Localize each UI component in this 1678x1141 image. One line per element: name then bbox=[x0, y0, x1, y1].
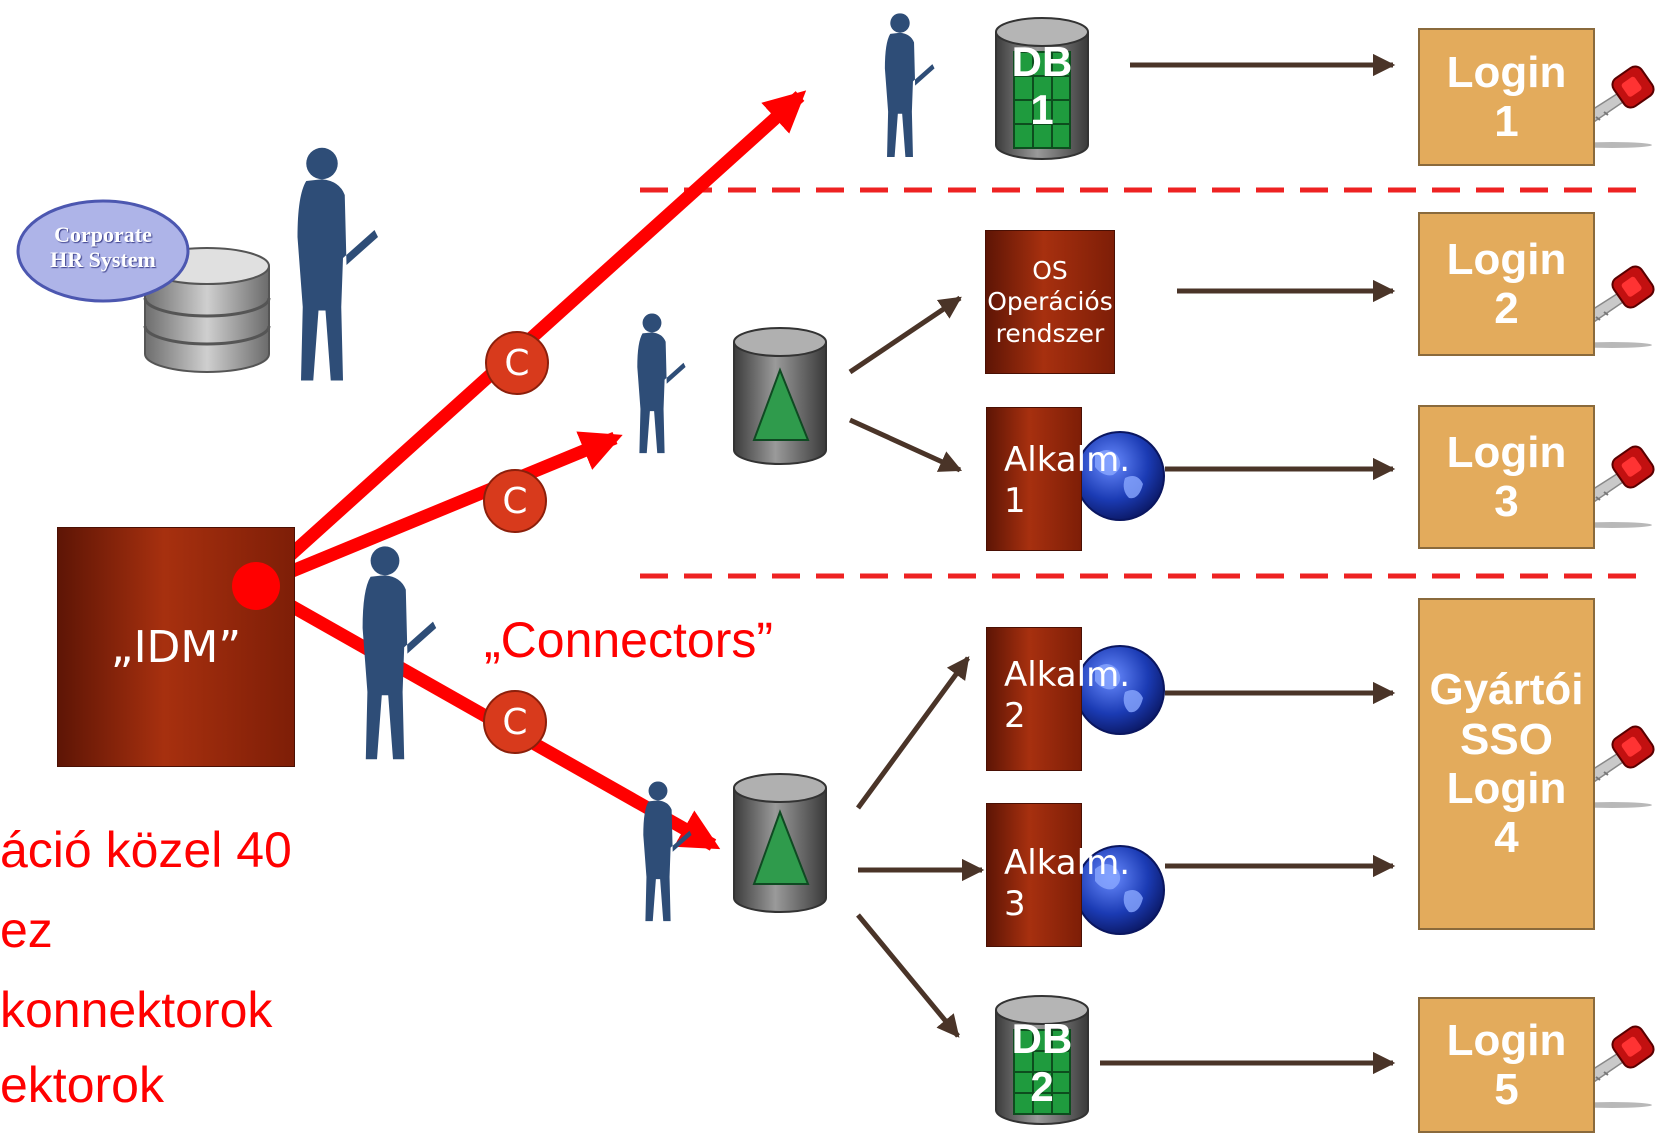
person-icon-apps bbox=[643, 781, 692, 922]
login-box-5: Login 5 bbox=[1418, 997, 1595, 1133]
db1-name: DB bbox=[1011, 38, 1073, 85]
corporate-hr-system bbox=[16, 199, 271, 373]
left-text-line-4: ektorok bbox=[0, 1057, 164, 1113]
arrow-db-app1 bbox=[848, 417, 963, 473]
system-arrows bbox=[848, 53, 1396, 1075]
app-box-3 bbox=[986, 803, 1082, 947]
left-text-line-1: áció közel 40 bbox=[0, 822, 292, 878]
db1-cylinder bbox=[995, 17, 1089, 160]
app-label-3: Alkalm. 3 bbox=[1004, 843, 1130, 925]
login3-line2: 3 bbox=[1494, 477, 1519, 526]
arrow-db-os bbox=[848, 295, 962, 375]
arrow-db-app2 bbox=[855, 656, 971, 810]
app1-name: Alkalm. bbox=[1004, 440, 1131, 480]
left-text-line-2: ez bbox=[0, 902, 53, 958]
app2-name: Alkalm. bbox=[1004, 655, 1131, 695]
connectors-label: „Connectors” bbox=[484, 612, 773, 668]
sso-line2: SSO bbox=[1460, 714, 1553, 764]
app1-number: 1 bbox=[1004, 480, 1026, 521]
app3-name: Alkalm. bbox=[1004, 843, 1131, 883]
login1-line1: Login bbox=[1446, 47, 1567, 97]
sso-line3: Login bbox=[1446, 764, 1567, 813]
app-label-1: Alkalm. 1 bbox=[1004, 440, 1130, 522]
connector-badge-3: C bbox=[483, 690, 547, 754]
hr-system-line1: Corporate bbox=[54, 222, 152, 247]
person-icon-hr bbox=[297, 147, 378, 381]
connector-arrow-os bbox=[253, 431, 623, 593]
sso-line4: 4 bbox=[1494, 813, 1519, 863]
os-line3: rendszer bbox=[995, 318, 1105, 348]
login-box-1: Login 1 bbox=[1418, 28, 1595, 166]
login-box-3: Login 3 bbox=[1418, 405, 1595, 549]
db2-label: DB 2 bbox=[987, 1015, 1097, 1112]
os-box: OS Operációs rendszer bbox=[985, 230, 1115, 374]
db1-number: 1 bbox=[1030, 86, 1054, 134]
sso-line1: Gyártói bbox=[1429, 665, 1584, 715]
server-cylinder-2 bbox=[733, 773, 827, 913]
hr-system-ellipse bbox=[16, 199, 190, 303]
person-icon-os bbox=[637, 313, 686, 454]
globe-icon-1 bbox=[1075, 431, 1165, 521]
login2-line2: 2 bbox=[1494, 284, 1519, 333]
db2-name: DB bbox=[1011, 1015, 1073, 1062]
arrow-db-db2 bbox=[856, 913, 960, 1038]
app-label-2: Alkalm. 2 bbox=[1004, 655, 1130, 737]
person-icon-db1 bbox=[884, 13, 935, 157]
login2-line1: Login bbox=[1446, 234, 1567, 284]
login3-line1: Login bbox=[1446, 427, 1567, 477]
hr-system-label: Corporate HR System bbox=[30, 222, 176, 273]
app-box-2 bbox=[986, 627, 1082, 771]
login-box-sso: Gyártói SSO Login 4 bbox=[1418, 598, 1595, 930]
connector-badge-1: C bbox=[485, 331, 549, 395]
idm-hub bbox=[232, 562, 280, 610]
login1-line2: 1 bbox=[1494, 97, 1519, 146]
login-box-2: Login 2 bbox=[1418, 212, 1595, 356]
os-line2: Operációs bbox=[987, 287, 1113, 317]
connector-badge-2: C bbox=[483, 469, 547, 533]
login5-line1: Login bbox=[1446, 1015, 1567, 1065]
app3-number: 3 bbox=[1004, 883, 1026, 924]
app-box-1 bbox=[986, 407, 1082, 551]
app2-number: 2 bbox=[1004, 695, 1026, 736]
os-line1: OS bbox=[1032, 256, 1068, 286]
left-text-line-3: konnektorok bbox=[0, 982, 273, 1038]
globes bbox=[1075, 431, 1165, 935]
idm-label: „IDM” bbox=[110, 621, 242, 673]
login5-line2: 5 bbox=[1494, 1065, 1519, 1114]
person-icon-idm bbox=[362, 546, 437, 760]
server-cylinder-1 bbox=[733, 327, 827, 465]
hr-system-line2: HR System bbox=[50, 247, 156, 273]
db1-label: DB 1 bbox=[987, 38, 1097, 135]
db2-cylinder bbox=[995, 995, 1089, 1125]
db2-number: 2 bbox=[1030, 1063, 1054, 1111]
